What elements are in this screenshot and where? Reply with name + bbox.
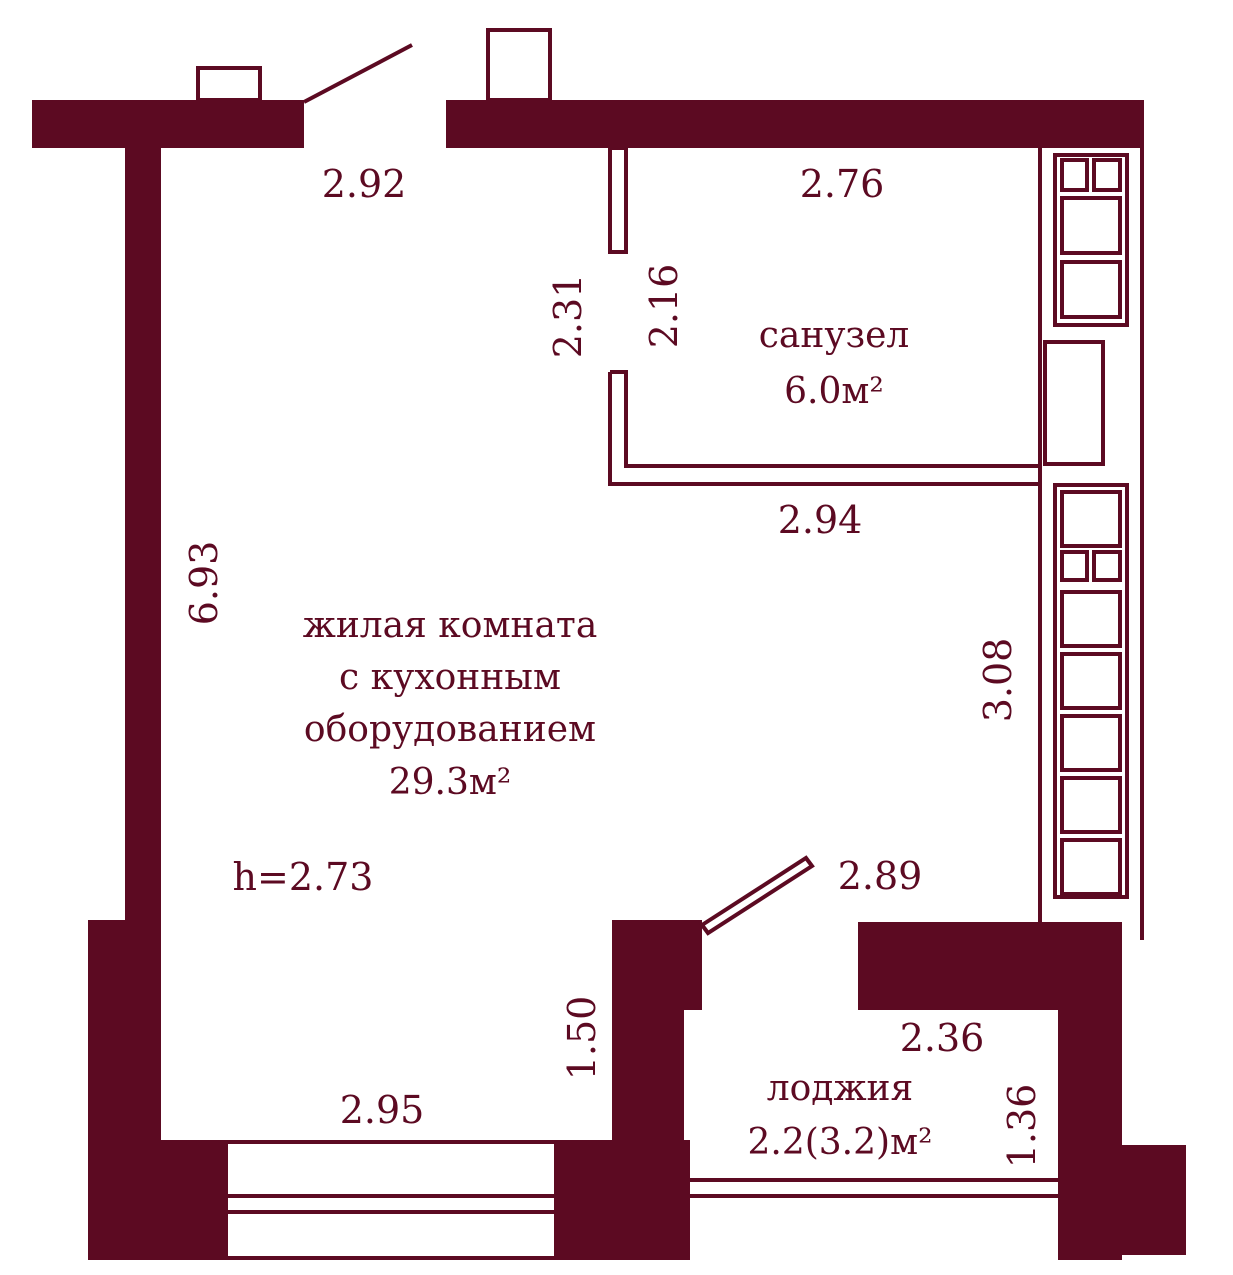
kitchen-unit-2b xyxy=(1092,550,1122,582)
kitchen-unit-2a xyxy=(1060,550,1089,582)
dim-top-right: 2.76 xyxy=(799,162,885,206)
bath-fixture-2 xyxy=(1092,158,1122,192)
wall-top-right xyxy=(446,100,1144,148)
dim-living-bottom: 2.95 xyxy=(339,1088,425,1132)
bathroom-name: санузел xyxy=(758,315,910,356)
balcony-door xyxy=(699,855,815,936)
dim-bath-opening: 2.31 xyxy=(546,273,590,359)
kitchen-unit-4 xyxy=(1060,652,1122,710)
entry-door-swing xyxy=(303,43,413,104)
dim-top-left: 2.92 xyxy=(321,162,407,206)
dim-loggia-width: 2.36 xyxy=(899,1016,985,1060)
dim-right-wall: 3.08 xyxy=(976,637,1020,723)
wall-top-left xyxy=(32,100,304,148)
living-room-line1: жилая комната xyxy=(302,605,598,646)
bath-cabinet xyxy=(1053,153,1129,327)
bath-fixture-4 xyxy=(1060,260,1122,319)
wall-bottom-left xyxy=(88,1140,228,1260)
window-top-right xyxy=(486,28,552,102)
bath-fixture-1 xyxy=(1060,158,1089,192)
dim-loggia-depth: 1.36 xyxy=(1000,1083,1044,1169)
dim-left-wall: 6.93 xyxy=(182,540,226,626)
kitchen-cabinets xyxy=(1053,483,1129,899)
living-room-line3: оборудованием xyxy=(303,709,597,751)
kitchen-unit-5 xyxy=(1060,714,1122,772)
wall-center-pier-bottom xyxy=(554,1140,690,1260)
living-room-area: 29.3м² xyxy=(388,761,512,803)
bath-partition-upper xyxy=(608,146,628,254)
bathroom-label: санузел 6.0м² xyxy=(759,308,910,420)
kitchen-unit-1 xyxy=(1060,490,1122,548)
dim-door-width: 2.89 xyxy=(837,854,923,898)
dim-bath-bottom: 2.94 xyxy=(777,498,863,542)
partitions xyxy=(196,28,1144,1260)
loggia-name: лоджия xyxy=(766,1068,914,1109)
ceiling-height: h=2.73 xyxy=(232,855,374,899)
loggia-label: лоджия 2.2(3.2)м² xyxy=(747,1062,932,1170)
bathroom-area: 6.0м² xyxy=(784,370,884,412)
walls xyxy=(32,100,1186,1260)
window-top-left xyxy=(196,66,262,102)
kitchen-unit-3 xyxy=(1060,590,1122,648)
bath-fixture-3 xyxy=(1060,196,1122,255)
wall-loggia-right-out xyxy=(1058,1145,1186,1255)
loggia-area: 2.2(3.2)м² xyxy=(747,1122,933,1163)
living-room-label: жилая комната с кухонным оборудованием 2… xyxy=(303,600,598,809)
living-room-line2: с кухонным xyxy=(339,657,561,699)
bath-box xyxy=(1043,340,1105,466)
kitchen-unit-6 xyxy=(1060,776,1122,834)
kitchen-unit-7 xyxy=(1060,838,1122,896)
dim-bath-side: 2.16 xyxy=(642,263,686,349)
dim-loggia-door-wall: 1.50 xyxy=(560,995,604,1081)
